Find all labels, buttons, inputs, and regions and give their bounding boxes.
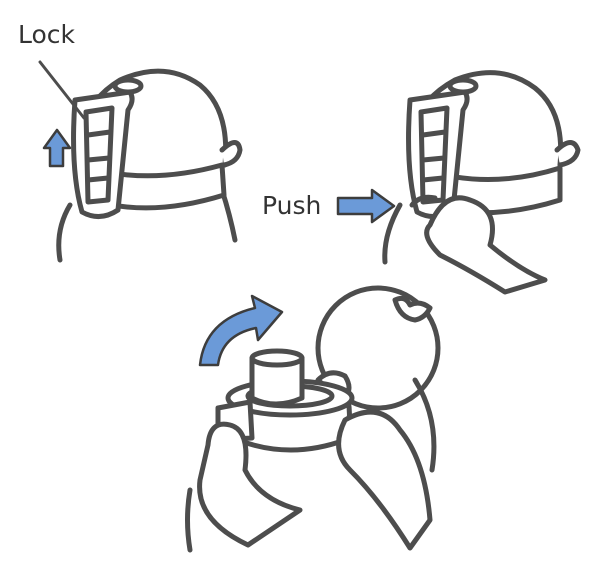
curved-arrow-icon (198, 294, 284, 367)
panel-lock (38, 60, 243, 263)
right-arrow-icon (336, 188, 396, 224)
panel-push (336, 70, 581, 295)
up-arrow-icon (42, 128, 72, 168)
push-label: Push (262, 191, 322, 220)
lock-label: Lock (18, 20, 76, 49)
panel-open (185, 285, 441, 553)
